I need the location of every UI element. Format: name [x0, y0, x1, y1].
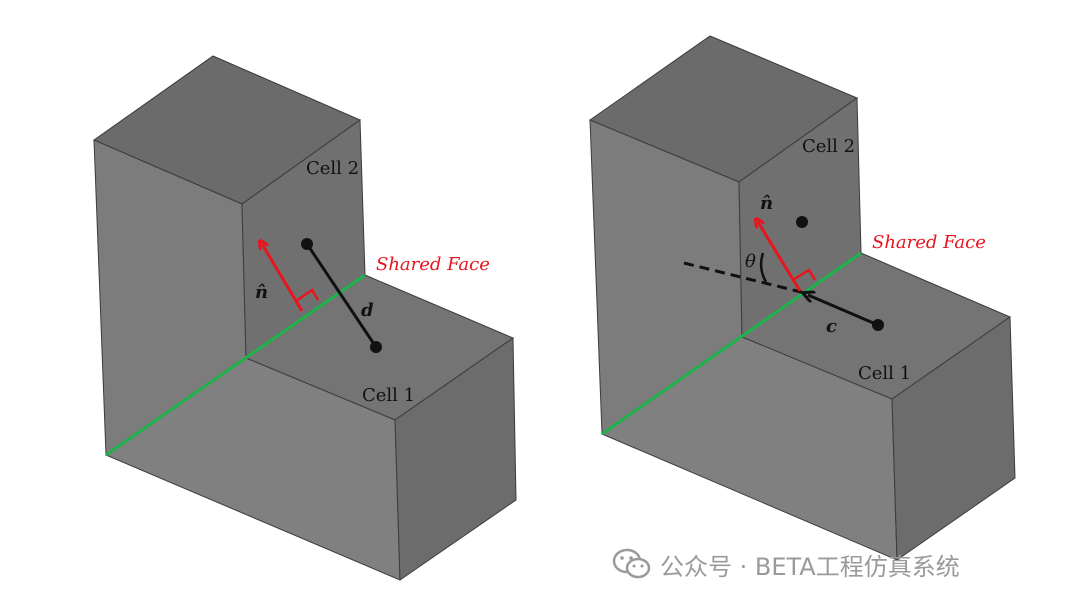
right-dashed-extension: [683, 261, 806, 295]
left-right-angle-marker: [295, 288, 320, 303]
wechat-icon: [612, 548, 651, 579]
right-l-block: [588, 35, 1016, 561]
right-vector-c: [808, 295, 879, 327]
left-distance-line: [305, 243, 378, 348]
left-cell1-label: Cell 1: [362, 385, 415, 406]
right-angle-arc: [759, 252, 768, 283]
right-cell1-center-dot: [872, 319, 884, 331]
right-angle-label: θ: [745, 251, 756, 272]
left-shared-edge: [105, 273, 366, 457]
right-shared-edge: [601, 251, 862, 436]
left-right-side-face: [394, 337, 517, 581]
watermark: 公众号 · BETA工程仿真系统: [612, 546, 960, 582]
right-cell1-label: Cell 1: [858, 363, 911, 384]
left-cell2-label: Cell 2: [306, 158, 359, 179]
left-normal-arrow: [262, 244, 304, 312]
watermark-text: 公众号 · BETA工程仿真系统: [660, 552, 960, 581]
left-cell2-center-dot: [301, 238, 313, 250]
left-distance-label: d: [361, 300, 374, 321]
right-normal-label: n̂: [760, 193, 773, 214]
left-cell1-center-dot: [370, 341, 382, 353]
right-shared-face-label: Shared Face: [872, 232, 986, 253]
right-right-side-face: [891, 316, 1016, 561]
right-vector-label: c: [826, 316, 837, 337]
left-l-block: [92, 55, 517, 581]
right-right-angle-marker: [792, 268, 817, 282]
right-cell2-center-dot: [796, 216, 808, 228]
right-cell2-label: Cell 2: [802, 136, 855, 157]
left-shared-face-label: Shared Face: [376, 254, 490, 275]
left-normal-label: n̂: [255, 282, 268, 303]
